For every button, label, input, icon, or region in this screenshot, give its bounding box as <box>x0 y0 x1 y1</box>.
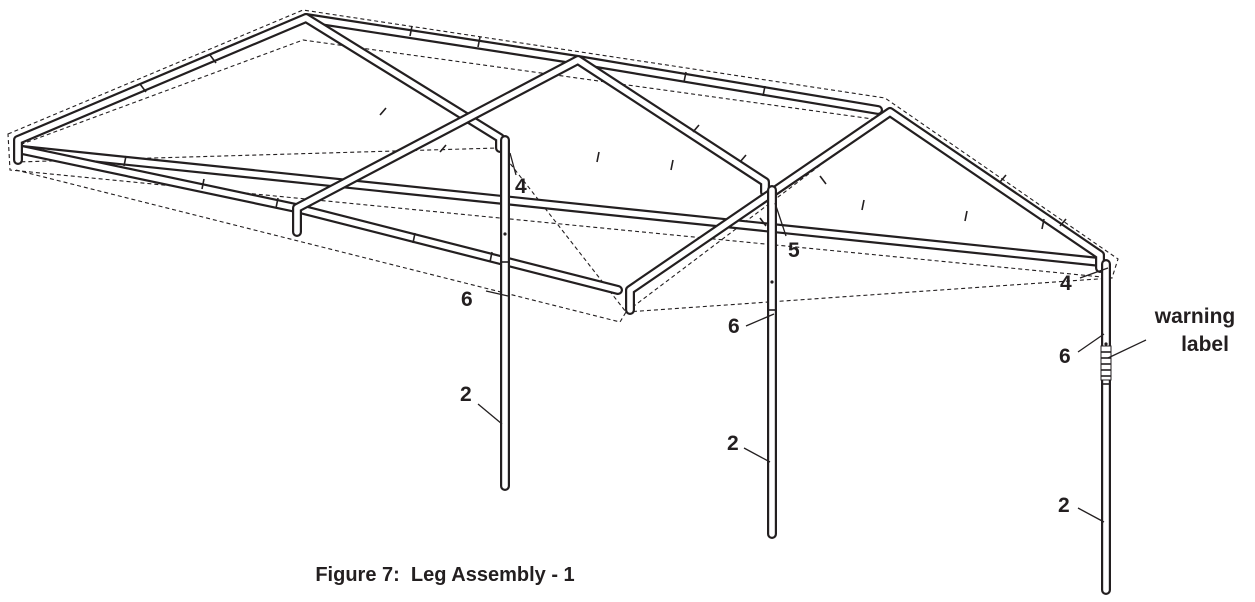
warning-label-sticker <box>1100 345 1112 381</box>
figure-caption: Figure 7: Leg Assembly - 1 <box>315 564 574 586</box>
callout-leg-left-upper: 6 <box>461 288 473 311</box>
callouts: 6 2 6 2 6 2 4 5 4 warning label <box>460 175 1235 517</box>
leg-right <box>1101 259 1111 595</box>
callout-fitting-right: 4 <box>1060 272 1072 295</box>
callout-leg-mid-upper: 6 <box>728 315 740 338</box>
tube-seams <box>123 25 1067 263</box>
callout-leg-mid-lower: 2 <box>727 432 739 455</box>
callout-warning-line1: warning <box>1154 305 1236 328</box>
callout-fitting-left: 4 <box>515 175 527 198</box>
callout-fitting-mid: 5 <box>788 239 800 262</box>
frame-tubes <box>13 13 1105 315</box>
callout-leg-right-lower: 2 <box>1058 494 1070 517</box>
callout-warning-line2: label <box>1181 333 1229 356</box>
leg-middle <box>767 185 777 539</box>
callout-leg-right-upper: 6 <box>1059 345 1071 368</box>
leader-lines <box>477 152 1147 523</box>
leg-left <box>500 135 510 491</box>
callout-leg-left-lower: 2 <box>460 383 472 406</box>
